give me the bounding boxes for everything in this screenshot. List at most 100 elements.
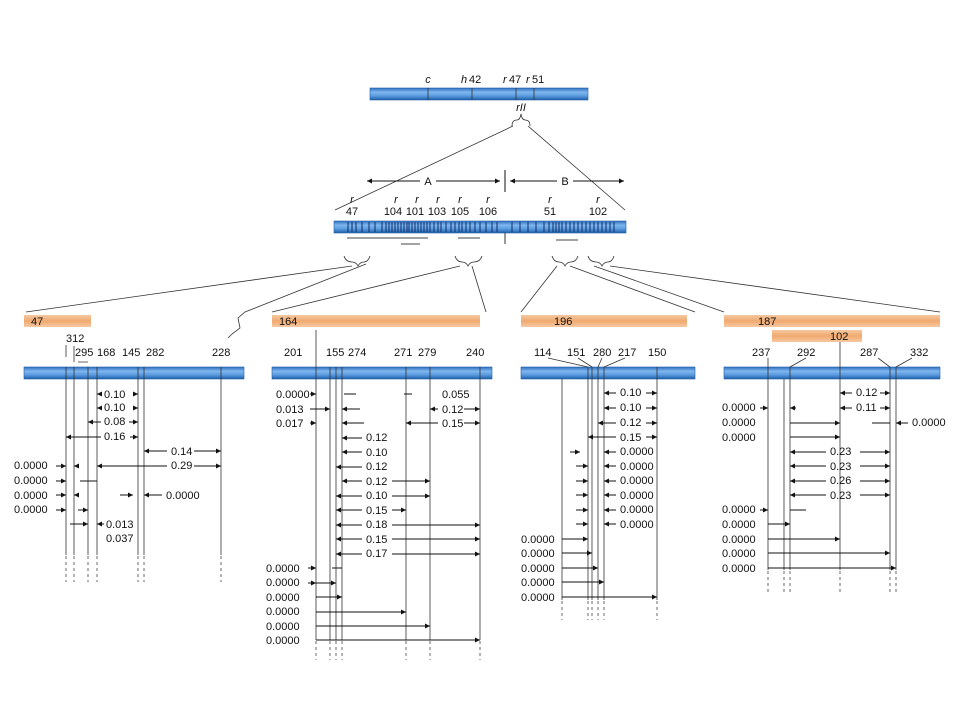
recomb-value: 0.0000 — [722, 504, 756, 516]
recomb-value: 0.26 — [830, 475, 851, 487]
panel-deletion-187-102: 187 102 237 292 287 332 0.12 0.0000 0.11… — [722, 315, 946, 592]
mutant-label: 292 — [797, 347, 815, 359]
recomb-value: 0.0000 — [266, 592, 300, 604]
zoom-4-left — [593, 265, 725, 313]
deletion-bar — [24, 315, 91, 327]
mutant-label: 150 — [648, 347, 666, 359]
recomb-value: 0.16 — [104, 431, 125, 443]
recomb-value: 0.12 — [856, 387, 877, 399]
recomb-value: 0.23 — [830, 490, 851, 502]
brace-panel-4 — [587, 255, 615, 267]
deletion-bar — [272, 315, 480, 327]
recomb-value: 0.0000 — [14, 475, 48, 487]
recomb-value: 0.0000 — [620, 461, 654, 473]
recomb-value: 0.18 — [366, 519, 387, 531]
locus-h-italic: h — [461, 74, 467, 86]
mutant-label: 280 — [593, 347, 611, 359]
recomb-value: 0.10 — [366, 490, 387, 502]
mutant-r47-num: 47 — [346, 206, 358, 218]
brace-panel-1 — [343, 255, 371, 267]
recomb-value: 0.23 — [830, 446, 851, 458]
mutant-label: 217 — [618, 347, 636, 359]
recomb-value: 0.0000 — [266, 563, 300, 575]
mutant-r102-num: 102 — [589, 206, 607, 218]
recomb-value: 0.29 — [171, 460, 192, 472]
recomb-value: 0.0000 — [620, 475, 654, 487]
locus-c: c — [425, 74, 431, 86]
mutant-label: 228 — [212, 347, 230, 359]
phage-chromosome-top: c h 42 r 47 r 51 rII — [334, 74, 626, 211]
chromosome-bar — [369, 87, 589, 101]
recomb-value: 0.10 — [104, 402, 125, 414]
rii-mutant-labels: r 47 r 104 r 101 r 103 r 105 r 106 r 51 … — [346, 194, 607, 218]
recomb-value: 0.0000 — [266, 635, 300, 647]
deletion-label: 102 — [830, 331, 848, 343]
recomb-value: 0.0000 — [722, 432, 756, 444]
zoom-2-right — [471, 265, 487, 313]
recomb-value: 0.0000 — [14, 490, 48, 502]
mutant-r51-num: 51 — [544, 206, 556, 218]
label-leaders — [547, 357, 626, 368]
mutant-label: 145 — [122, 347, 140, 359]
zoom-line-left — [334, 125, 514, 211]
recomb-value: 0.12 — [366, 461, 387, 473]
mutant-label: 295 — [75, 347, 93, 359]
zoom-3-right — [569, 265, 696, 313]
recomb-value: 0.15 — [620, 432, 641, 444]
segment-chromosome — [271, 366, 493, 380]
zoom-1-left — [25, 265, 353, 313]
recomb-value: 0.12 — [366, 476, 387, 488]
recomb-value: 0.15 — [442, 418, 463, 430]
panel-deletion-47: 47 312 295 168 145 282 228 0.10 0.10 0.0… — [14, 315, 245, 582]
locus-r51-italic: r — [526, 74, 531, 86]
segment-chromosome — [23, 366, 245, 380]
mutant-r105-r: r — [458, 194, 463, 206]
recomb-value: 0.0000 — [620, 519, 654, 531]
recomb-value: 0.0000 — [521, 563, 555, 575]
label-leaders — [65, 345, 88, 363]
recomb-value: 0.15 — [366, 505, 387, 517]
zoom-line-right — [527, 125, 626, 211]
label-leaders — [767, 357, 913, 368]
brace-panel-3 — [551, 255, 579, 267]
mutant-r104-r: r — [394, 194, 399, 206]
mutant-label: 151 — [567, 347, 585, 359]
mutant-label: 168 — [97, 347, 115, 359]
recomb-value: 0.0000 — [722, 402, 756, 414]
mutant-label: 155 — [326, 347, 344, 359]
mutant-r101-num: 101 — [406, 206, 424, 218]
segment-chromosome — [520, 366, 696, 380]
recomb-value: 0.0000 — [521, 592, 555, 604]
deletion-label: 47 — [31, 316, 43, 328]
mutant-label: 201 — [284, 347, 302, 359]
recomb-value: 0.10 — [104, 389, 125, 401]
recomb-value: 0.0000 — [722, 563, 756, 575]
mutant-lines — [767, 342, 897, 592]
recomb-value: 0.0000 — [722, 534, 756, 546]
mutant-r104-num: 104 — [384, 206, 402, 218]
recomb-value: 0.15 — [366, 534, 387, 546]
mutant-r106-r: r — [486, 194, 491, 206]
recomb-value: 0.017 — [276, 418, 304, 430]
mutant-r103-r: r — [436, 194, 441, 206]
panel-deletion-164: 164 201 155 274 271 279 240 0.0000 0.055… — [266, 315, 493, 660]
recomb-value: 0.12 — [442, 404, 463, 416]
mutant-line-tails — [65, 556, 222, 582]
recomb-value: 0.0000 — [14, 460, 48, 472]
recomb-value: 0.0000 — [276, 389, 310, 401]
recomb-value: 0.0000 — [266, 577, 300, 589]
recomb-value: 0.0000 — [722, 417, 756, 429]
recomb-arrows — [308, 391, 480, 643]
recomb-value: 0.0000 — [166, 490, 200, 502]
recomb-value: 0.14 — [171, 446, 192, 458]
zoom-1-right — [227, 263, 367, 339]
rii-mutation-bands — [347, 222, 615, 232]
locus-r51-number: 51 — [532, 74, 544, 86]
recomb-arrows — [760, 390, 908, 571]
deletion-label: 196 — [554, 316, 572, 328]
mutant-label: 114 — [534, 347, 552, 359]
recomb-value: 0.0000 — [521, 534, 555, 546]
recomb-value: 0.0000 — [620, 504, 654, 516]
locus-r47-italic: r — [503, 74, 508, 86]
